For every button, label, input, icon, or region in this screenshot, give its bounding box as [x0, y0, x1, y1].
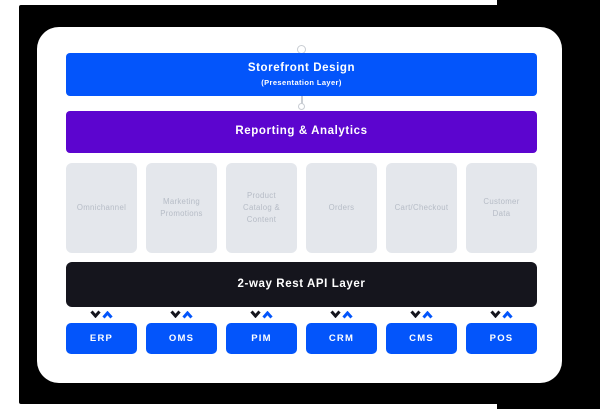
capability-label: Customer Data: [483, 196, 520, 218]
system-pim: PIM: [226, 323, 297, 354]
connector-bottom-node: [298, 103, 305, 110]
system-label: CRM: [328, 333, 355, 344]
capability-marketing-promotions: Marketing Promotions: [146, 163, 217, 253]
system-erp: ERP: [66, 323, 137, 354]
storefront-design-layer: Storefront Design (Presentation Layer): [66, 53, 537, 96]
chevron-down-icon: [170, 310, 181, 318]
system-label: POS: [489, 333, 514, 344]
system-label: PIM: [251, 333, 272, 344]
capability-orders: Orders: [306, 163, 377, 253]
chevron-up-icon: [182, 310, 193, 318]
sync-arrows-erp: [66, 309, 137, 318]
chevron-up-icon: [262, 310, 273, 318]
chevron-down-icon: [410, 310, 421, 318]
system-label: OMS: [168, 333, 195, 344]
rest-api-layer: 2-way Rest API Layer: [66, 262, 537, 307]
system-crm: CRM: [306, 323, 377, 354]
chevron-up-icon: [502, 310, 513, 318]
capability-product-catalog-content: Product Catalog & Content: [226, 163, 297, 253]
system-oms: OMS: [146, 323, 217, 354]
sync-arrows-crm: [306, 309, 377, 318]
system-label: CMS: [409, 333, 434, 344]
connector-line: [300, 96, 303, 105]
chevron-down-icon: [490, 310, 501, 318]
chevron-up-icon: [422, 310, 433, 318]
reporting-analytics-title: Reporting & Analytics: [235, 125, 368, 138]
chevron-up-icon: [342, 310, 353, 318]
capability-label: Omnichannel: [76, 202, 127, 212]
sync-arrows-pim: [226, 309, 297, 318]
chevron-down-icon: [330, 310, 341, 318]
capability-customer-data: Customer Data: [466, 163, 537, 253]
rest-api-layer-title: 2-way Rest API Layer: [237, 277, 366, 290]
reporting-analytics-layer: Reporting & Analytics: [66, 111, 537, 153]
system-label: ERP: [89, 333, 114, 344]
capability-label: Product Catalog & Content: [243, 190, 280, 225]
sync-arrows-oms: [146, 309, 217, 318]
diagram-card: Storefront Design (Presentation Layer) R…: [37, 27, 562, 383]
capability-cart-checkout: Cart/Checkout: [386, 163, 457, 253]
system-pos: POS: [466, 323, 537, 354]
capability-label: Cart/Checkout: [394, 202, 449, 212]
capability-label: Orders: [328, 202, 355, 212]
sync-arrows-pos: [466, 309, 537, 318]
capability-omnichannel: Omnichannel: [66, 163, 137, 253]
chevron-down-icon: [90, 310, 101, 318]
capability-label: Marketing Promotions: [160, 196, 203, 218]
chevron-up-icon: [102, 310, 113, 318]
system-cms: CMS: [386, 323, 457, 354]
chevron-down-icon: [250, 310, 261, 318]
storefront-design-title: Storefront Design: [247, 62, 356, 75]
sync-arrows-cms: [386, 309, 457, 318]
presentation-layer-subtitle: (Presentation Layer): [261, 77, 342, 87]
